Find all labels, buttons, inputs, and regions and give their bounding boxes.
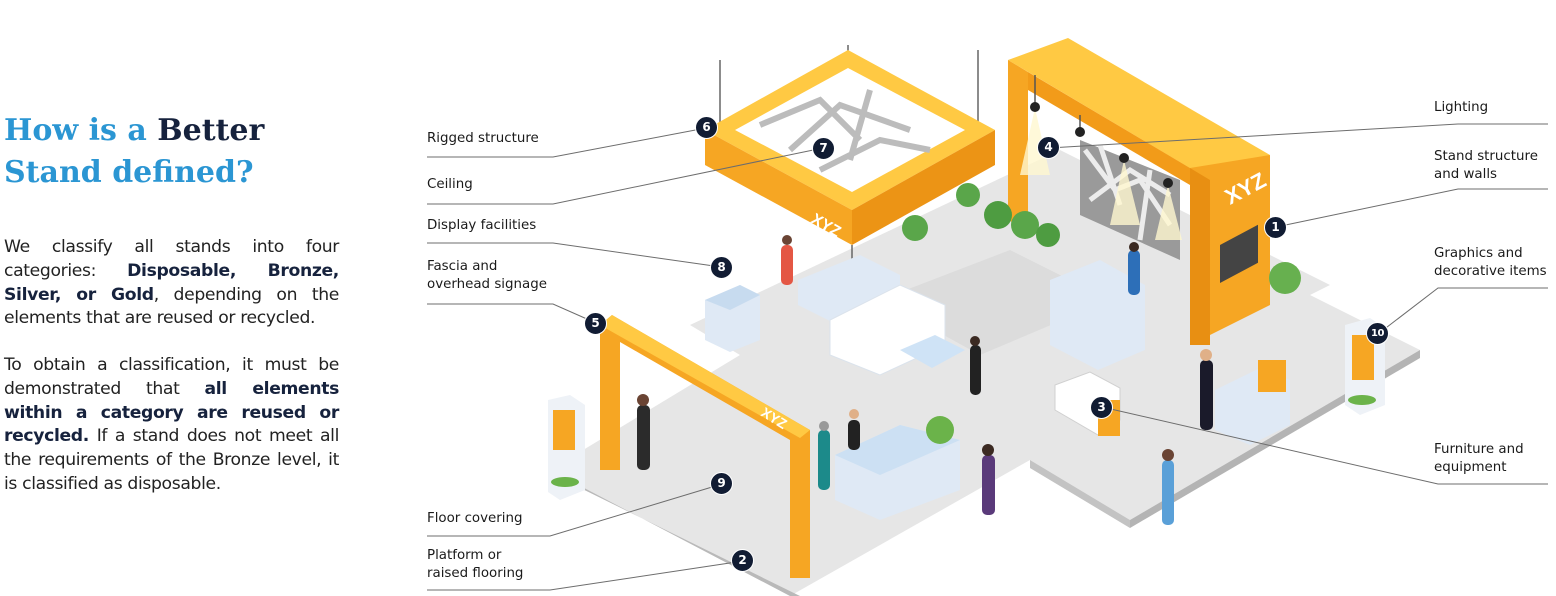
- label-text: decorative items: [1434, 263, 1547, 279]
- intro-paragraph-2: To obtain a classification, it must be d…: [4, 354, 339, 497]
- label-text: Platform or: [427, 548, 502, 563]
- title-part-1: How is a: [4, 113, 158, 148]
- label-furniture: Furniture and equipment: [1434, 441, 1524, 476]
- visitors: [637, 235, 1213, 525]
- marker-9: 9: [710, 472, 733, 495]
- title-part-3: Stand defined?: [4, 155, 254, 190]
- marker-1: 1: [1264, 216, 1287, 239]
- label-floor-covering: Floor covering: [427, 510, 523, 528]
- leader-lines: [427, 123, 1548, 591]
- label-platform: Platform or raised flooring: [427, 547, 523, 582]
- label-text: raised flooring: [427, 565, 524, 581]
- marker-4: 4: [1037, 136, 1060, 159]
- marker-6: 6: [695, 116, 718, 139]
- title-highlight: Better: [157, 113, 265, 148]
- label-graphics: Graphics and decorative items: [1434, 245, 1547, 280]
- marker-8: 8: [710, 256, 733, 279]
- intro-text: , depending on the elements that are reu…: [4, 284, 339, 329]
- label-text: Furniture and: [1434, 442, 1524, 457]
- label-stand-structure: Stand structure and walls: [1434, 148, 1538, 183]
- rigged-ceiling-structure: XYZ: [705, 45, 995, 260]
- categories-emphasis: Disposable, Bronze, Silver, or Gold: [4, 260, 339, 305]
- classification-emphasis: all elements within a category are reuse…: [4, 378, 339, 447]
- marker-2: 2: [731, 549, 754, 572]
- label-rigged-structure: Rigged structure: [427, 130, 539, 148]
- label-text: and walls: [1434, 166, 1498, 182]
- marker-7: 7: [812, 137, 835, 160]
- plants: [902, 183, 1301, 444]
- sofa-and-furniture: [829, 284, 1121, 436]
- classification-text: If a stand does not meet all the require…: [4, 426, 339, 494]
- label-text: overhead signage: [427, 276, 547, 292]
- intro-text: We classify all stands into four categor…: [4, 237, 339, 281]
- marker-10: 10: [1366, 322, 1389, 345]
- label-fascia-signage: Fascia and overhead signage: [427, 258, 547, 293]
- label-text: Stand structure: [1434, 149, 1538, 164]
- lighting-fixtures: [1020, 75, 1182, 240]
- stand-structure-walls: XYZ: [1008, 38, 1270, 345]
- label-lighting: Lighting: [1434, 99, 1488, 117]
- label-text: Ceiling: [427, 177, 473, 192]
- label-display-facilities: Display facilities: [427, 217, 536, 235]
- label-text: Graphics and: [1434, 246, 1523, 261]
- page-title: How is a Better Stand defined?: [4, 110, 364, 194]
- classification-text: To obtain a classification, it must be d…: [4, 355, 339, 399]
- label-text: Fascia and: [427, 259, 498, 274]
- intro-paragraph-1: We classify all stands into four categor…: [4, 236, 339, 331]
- marker-3: 3: [1090, 396, 1113, 419]
- label-ceiling: Ceiling: [427, 176, 473, 194]
- label-text: Display facilities: [427, 218, 537, 233]
- label-text: equipment: [1434, 459, 1507, 475]
- marker-5: 5: [584, 312, 607, 335]
- label-text: Floor covering: [427, 511, 523, 526]
- display-facilities: [705, 255, 1290, 520]
- label-text: Rigged structure: [427, 131, 539, 146]
- label-text: Lighting: [1434, 100, 1489, 115]
